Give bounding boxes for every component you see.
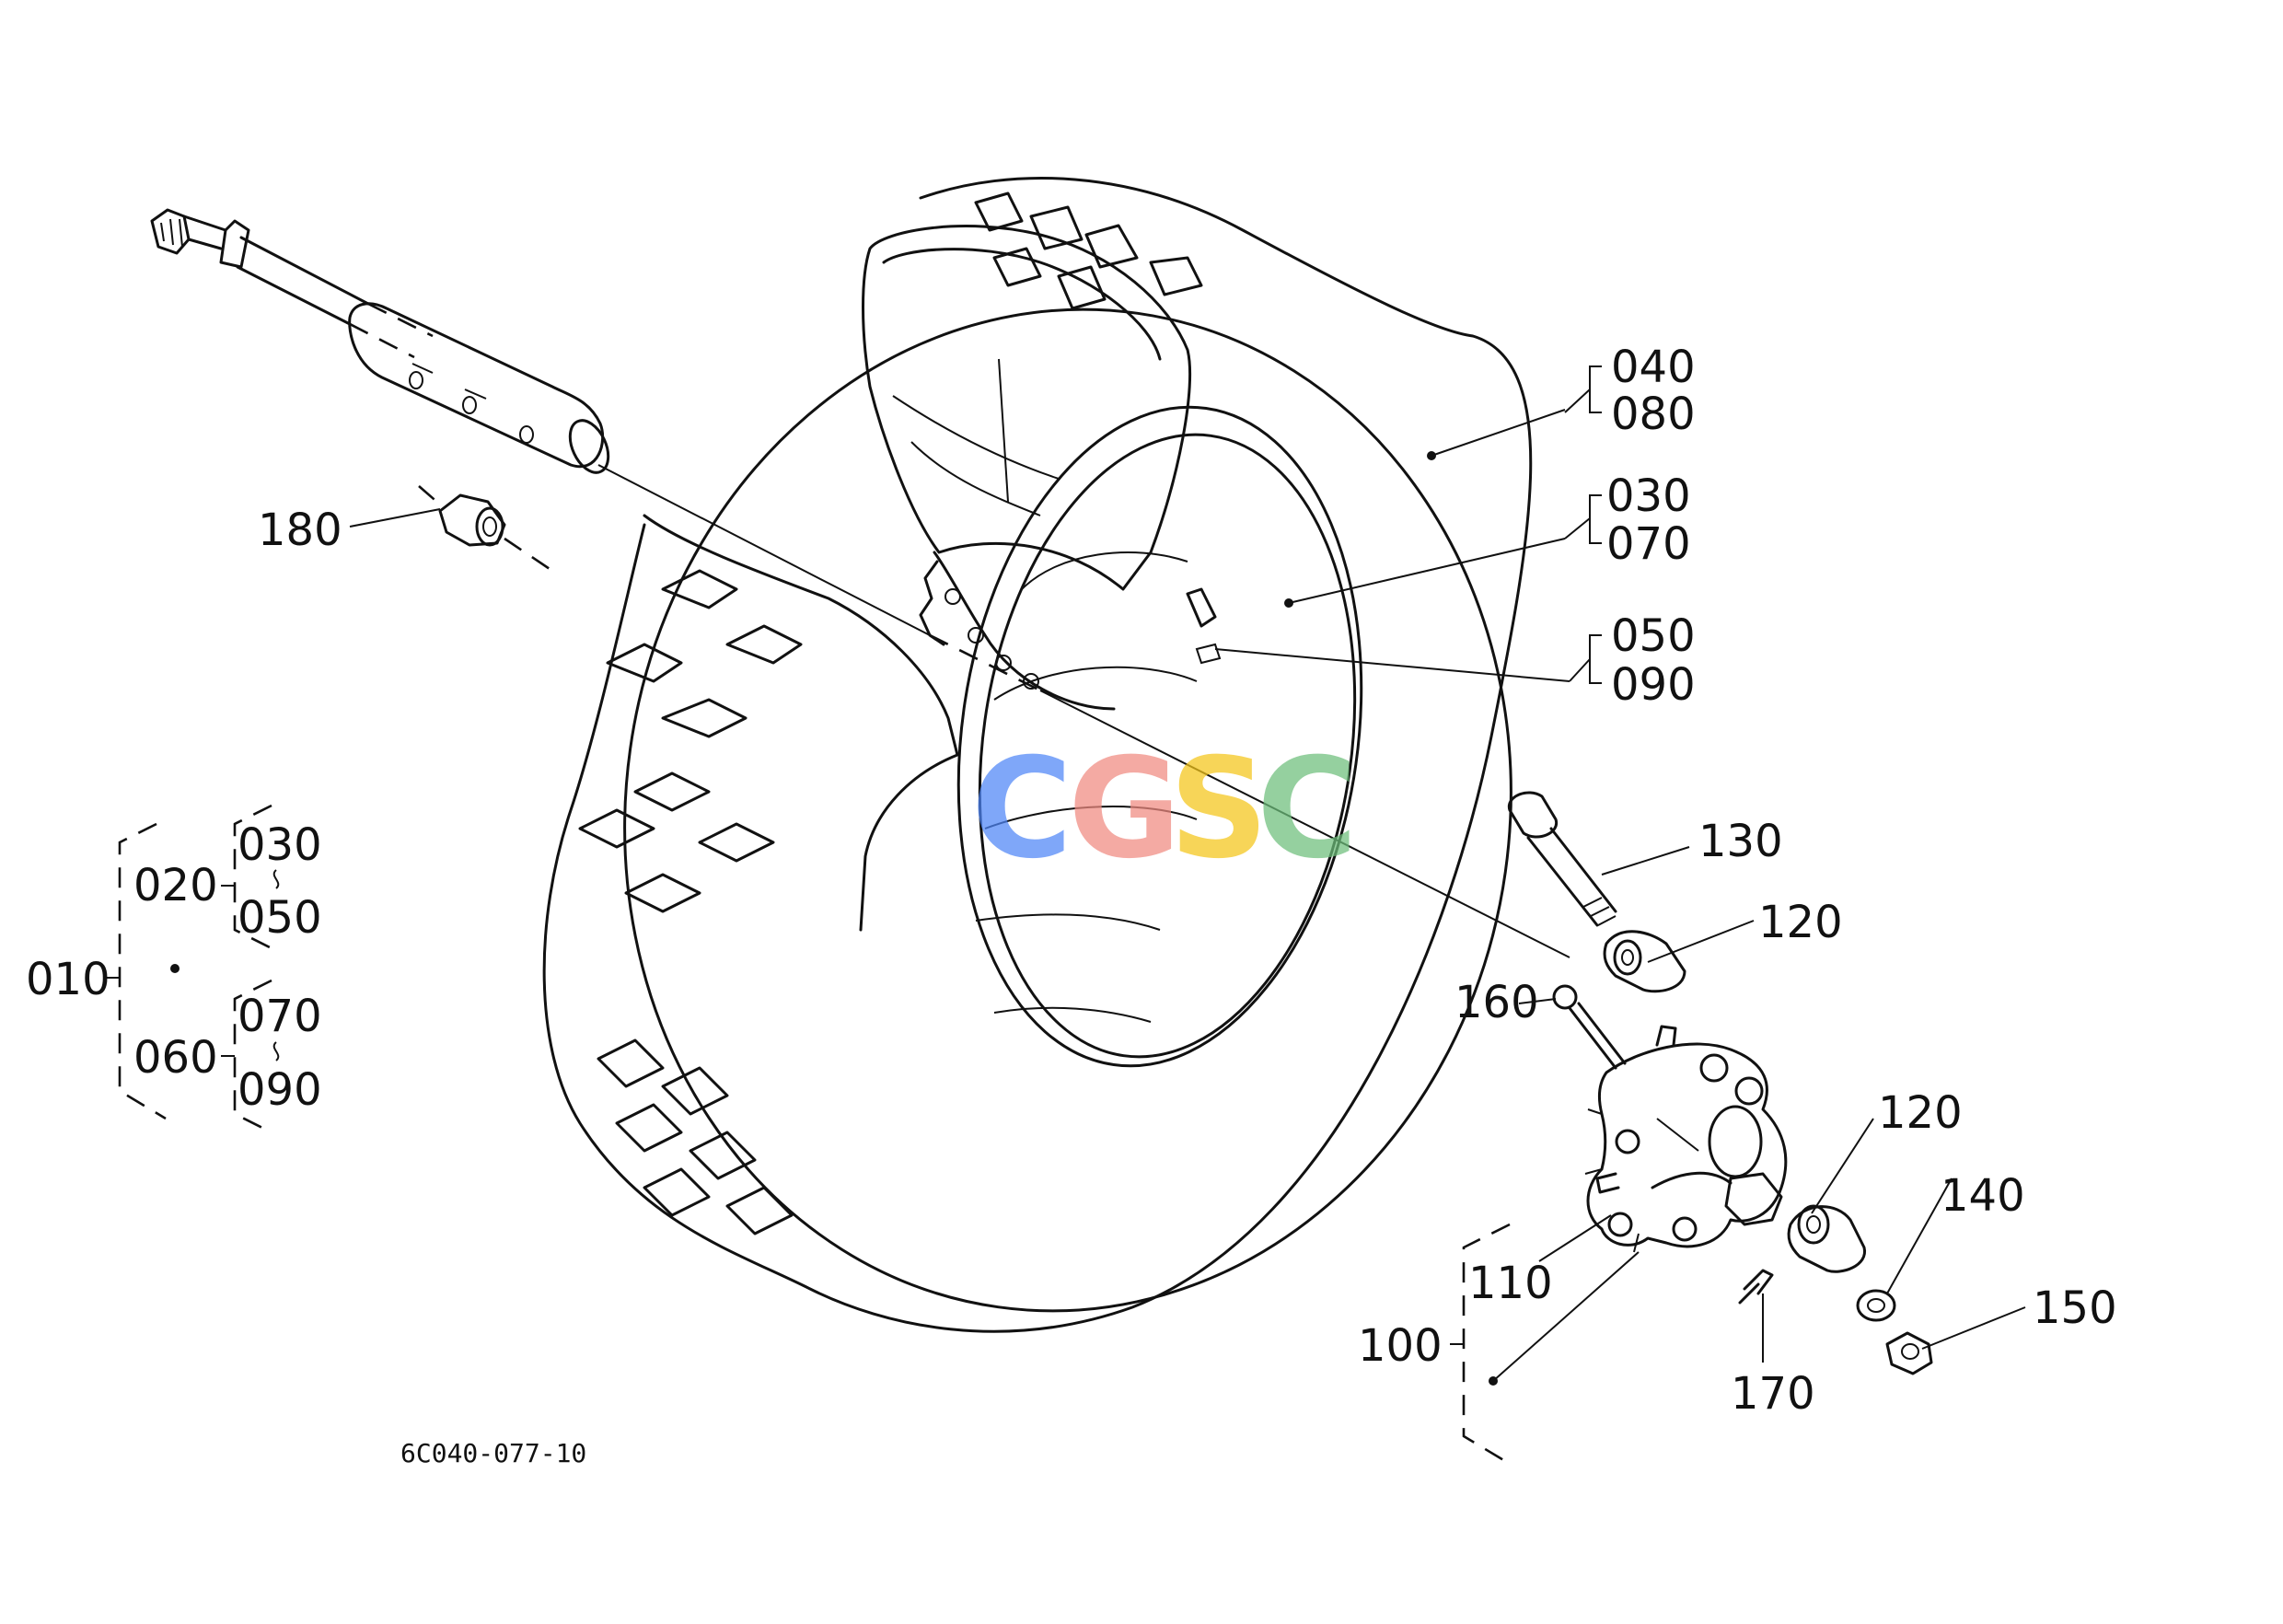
callout-050: 050 xyxy=(1611,610,1696,662)
clamp-120-upper xyxy=(1603,930,1686,993)
tree-020-030: 030 xyxy=(238,819,322,871)
tree-group-060: 060 xyxy=(133,1032,218,1084)
callout-040: 040 xyxy=(1611,342,1696,393)
callout-080: 080 xyxy=(1611,389,1696,440)
nut-150 xyxy=(1885,1331,1933,1375)
bolt-130 xyxy=(1507,791,1617,927)
tree-root-010: 010 xyxy=(26,954,110,1005)
drawing-code: 6C040-077-10 xyxy=(400,1438,586,1468)
nut-180 xyxy=(418,485,553,573)
tree-group-020: 020 xyxy=(133,860,218,911)
callout-130: 130 xyxy=(1698,816,1783,867)
tree-060-090: 090 xyxy=(238,1064,322,1116)
assembly-axis-line xyxy=(597,358,1570,958)
callout-110: 110 xyxy=(1468,1258,1553,1309)
assembly-tree: 010 020 030 050 060 070 090 xyxy=(26,804,322,1134)
callout-180: 180 xyxy=(258,505,342,556)
tree-020-050: 050 xyxy=(238,892,322,944)
tree-060-070: 070 xyxy=(238,991,322,1042)
watermark-letter-1: C xyxy=(971,729,1072,889)
tyre xyxy=(542,176,1533,1333)
watermark-letter-3: S xyxy=(1169,729,1269,889)
bracket-100 xyxy=(1450,1223,1511,1466)
callout-070: 070 xyxy=(1606,518,1691,570)
callout-030: 030 xyxy=(1606,470,1691,522)
watermark-logo: C G S C xyxy=(971,729,1358,889)
callout-090: 090 xyxy=(1611,659,1696,711)
axle-shaft xyxy=(150,208,610,474)
callout-160: 160 xyxy=(1454,977,1539,1028)
leader-lines xyxy=(349,365,2026,1386)
split-pin-170 xyxy=(1738,1269,1774,1305)
callout-100: 100 xyxy=(1358,1320,1443,1372)
callout-170: 170 xyxy=(1731,1368,1815,1420)
watermark-letter-2: G xyxy=(1068,729,1181,889)
callout-150: 150 xyxy=(2033,1282,2117,1334)
clamp-120-lower xyxy=(1787,1204,1866,1273)
watermark-letter-4: C xyxy=(1257,729,1358,889)
hub-assembly xyxy=(1584,1025,1788,1253)
pin-160 xyxy=(1552,984,1627,1070)
callout-labels: 040 080 030 070 050 090 180 130 120 160 … xyxy=(258,342,2117,1420)
callout-120-upper: 120 xyxy=(1758,897,1843,948)
callout-140: 140 xyxy=(1941,1170,2025,1222)
washer-140 xyxy=(1856,1289,1896,1322)
callout-120-lower: 120 xyxy=(1878,1087,1963,1139)
